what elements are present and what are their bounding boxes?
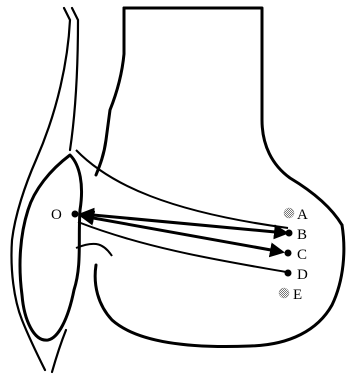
- femur-shaft-top: [124, 8, 342, 225]
- label-e: E: [293, 287, 302, 303]
- label-o: O: [51, 207, 62, 223]
- femur-outline: [96, 8, 124, 175]
- label-d: D: [297, 267, 308, 283]
- point-e: [279, 288, 289, 298]
- label-c: C: [297, 247, 307, 263]
- point-c: [285, 250, 292, 257]
- quadriceps-tendon-right: [70, 8, 78, 150]
- patella: [20, 155, 82, 340]
- quadriceps-tendon-left: [11, 8, 70, 370]
- label-b: B: [297, 227, 307, 243]
- point-a: [284, 208, 294, 218]
- point-b: [286, 230, 293, 237]
- femur-condyle-outline: [95, 225, 344, 347]
- label-a: A: [297, 207, 308, 223]
- ligament-lower: [76, 244, 112, 256]
- point-o: [72, 211, 79, 218]
- point-d: [285, 270, 292, 277]
